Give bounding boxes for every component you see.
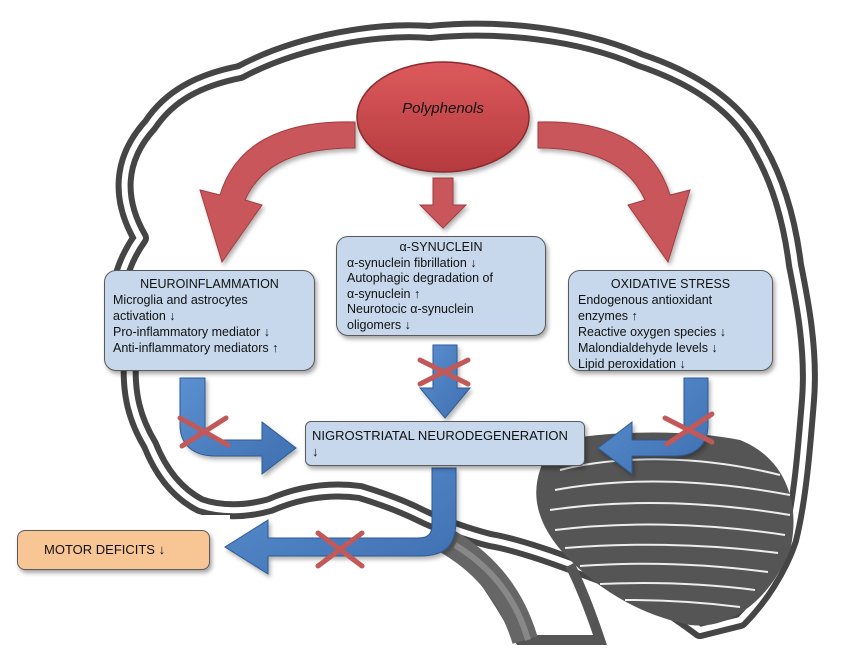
polyphenols-label: Polyphenols bbox=[402, 100, 484, 117]
nigrostriatal-box: NIGROSTRIATAL NEURODEGENERATION ↓ bbox=[305, 421, 585, 466]
neuroinflammation-line: Microglia and astrocytes bbox=[113, 293, 248, 307]
blue-arrow-bottom bbox=[224, 467, 457, 575]
block-cross-right bbox=[662, 411, 715, 447]
red-arrow-left bbox=[199, 121, 356, 264]
oxidative-stress-line: Malondialdehyde levels ↓ bbox=[578, 341, 718, 355]
synuclein-box: α-SYNUCLEIN α-synuclein fibrillation ↓ A… bbox=[336, 236, 546, 336]
oxidative-stress-line: Reactive oxygen species ↓ bbox=[578, 325, 726, 339]
synuclein-line: Autophagic degradation of bbox=[347, 271, 493, 285]
neuroinflammation-title: NEUROINFLAMMATION bbox=[140, 277, 279, 291]
motor-deficits-label: MOTOR DEFICITS ↓ bbox=[44, 542, 166, 557]
synuclein-line: α-synuclein fibrillation ↓ bbox=[347, 255, 477, 270]
oxidative-stress-title: OXIDATIVE STRESS bbox=[610, 277, 731, 291]
motor-deficits-box: MOTOR DEFICITS ↓ bbox=[17, 530, 210, 570]
neuroinflammation-line: activation ↓ bbox=[113, 309, 176, 323]
polyphenols-oval bbox=[356, 61, 530, 173]
neuroinflammation-box: NEUROINFLAMMATION Microglia and astrocyt… bbox=[104, 270, 315, 371]
oxidative-stress-line: Lipid peroxidation ↓ bbox=[578, 357, 686, 371]
synuclein-title: α-SYNUCLEIN bbox=[399, 240, 483, 254]
block-cross-center bbox=[417, 357, 471, 387]
oxidative-stress-line: Endogenous antioxidant bbox=[578, 293, 713, 307]
block-cross-left bbox=[177, 415, 231, 449]
blue-arrow-center bbox=[418, 344, 472, 419]
neuroinflammation-line: Pro-inflammatory mediator ↓ bbox=[113, 325, 270, 339]
oxidative-stress-box: OXIDATIVE STRESS Endogenous antioxidant … bbox=[568, 270, 773, 371]
synuclein-line: α-synuclein ↑ bbox=[347, 286, 421, 301]
red-arrow-center bbox=[418, 177, 468, 229]
synuclein-line: oligomers ↓ bbox=[347, 317, 411, 332]
oxidative-stress-line: enzymes ↑ bbox=[578, 309, 638, 323]
nigrostriatal-label: NIGROSTRIATAL NEURODEGENERATION ↓ bbox=[312, 427, 568, 459]
block-cross-bottom bbox=[315, 530, 365, 569]
red-arrow-right bbox=[537, 121, 691, 264]
synuclein-line: Neurotocic α-synuclein bbox=[347, 302, 474, 316]
neuroinflammation-line: Anti-inflammatory mediators ↑ bbox=[113, 341, 279, 355]
